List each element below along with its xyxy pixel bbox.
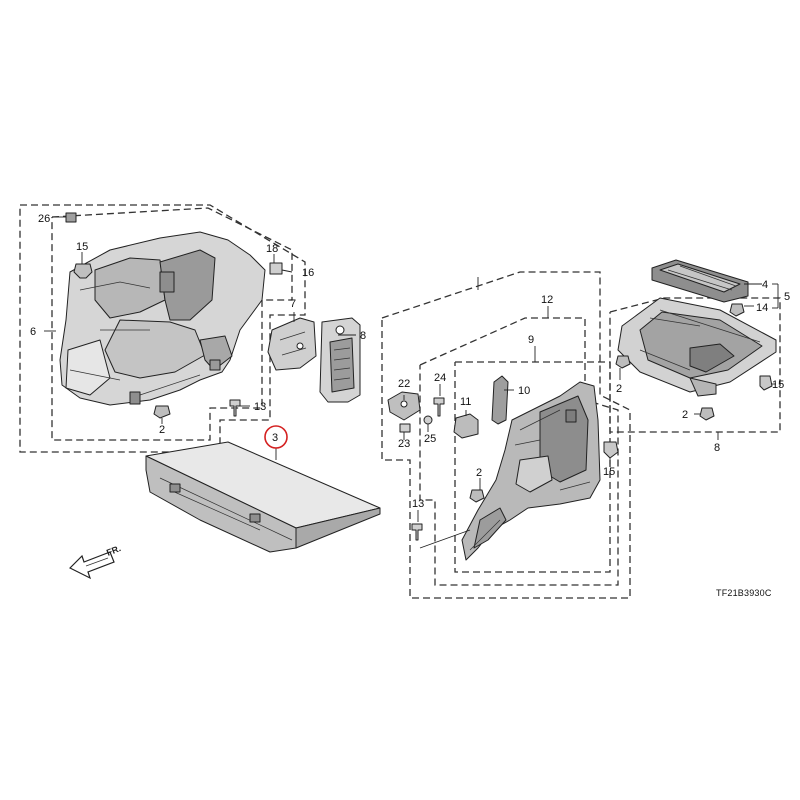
front-arrow-icon: [68, 551, 115, 580]
callout-5: 5: [784, 291, 790, 303]
right-inner-trim-panel: [461, 381, 601, 561]
callout-4: 4: [762, 279, 768, 291]
callout-2-c: 2: [616, 383, 622, 395]
callout-9: 8: [714, 442, 720, 454]
highlight-circle: [264, 425, 288, 449]
callout-2-d: 2: [682, 409, 688, 421]
callout-21: 22: [398, 378, 410, 390]
callout-14: 14: [756, 302, 768, 314]
leader-lines: [44, 216, 779, 549]
bracket-7: [267, 317, 317, 371]
group-6-frame: [19, 204, 306, 453]
left-fasteners: [65, 212, 283, 419]
callout-10: 9: [528, 334, 534, 346]
callout-13-b: 13: [412, 498, 424, 510]
group-26-frame: [381, 271, 631, 599]
group-10-frame: [454, 361, 611, 573]
callout-16: 16: [302, 267, 314, 279]
group-20-frame: [419, 317, 619, 586]
callout-12: 11: [460, 396, 471, 408]
center-small-parts: [387, 375, 619, 541]
callout-3: 3: [272, 432, 278, 444]
callout-8: 8: [360, 330, 366, 342]
callout-6: 6: [30, 326, 36, 338]
callout-15-c: 15: [772, 379, 784, 391]
callout-22: 26: [38, 213, 50, 225]
callout-20: 12: [541, 294, 553, 306]
callout-25: 23: [398, 438, 410, 450]
group-9-frame: [609, 297, 781, 433]
left-quarter-trim-panel: [59, 231, 266, 406]
callouts: 26 15 18 16 6 7 8 13 2 3 12 9 22 24 10 1…: [30, 213, 790, 510]
floor-lid-3: [145, 441, 381, 553]
callout-13-a: 13: [254, 401, 266, 413]
callout-2-b: 2: [476, 467, 482, 479]
callout-7: 7: [290, 298, 296, 310]
callout-15-b: 15: [603, 466, 615, 478]
callout-2-a: 2: [159, 424, 165, 436]
callout-11: 10: [518, 385, 530, 397]
front-label: FR.: [105, 543, 122, 558]
rear-panel-trim: [617, 297, 777, 397]
callout-24: 25: [424, 433, 436, 445]
drawing-code: TF21B3930C: [716, 588, 772, 598]
sill-garnish-4: [651, 259, 749, 303]
callout-23: 24: [434, 372, 446, 384]
callout-15-a: 15: [76, 241, 88, 253]
right-fasteners: [615, 303, 773, 421]
callout-18: 18: [266, 243, 278, 255]
grille-panel-8: [319, 317, 361, 403]
